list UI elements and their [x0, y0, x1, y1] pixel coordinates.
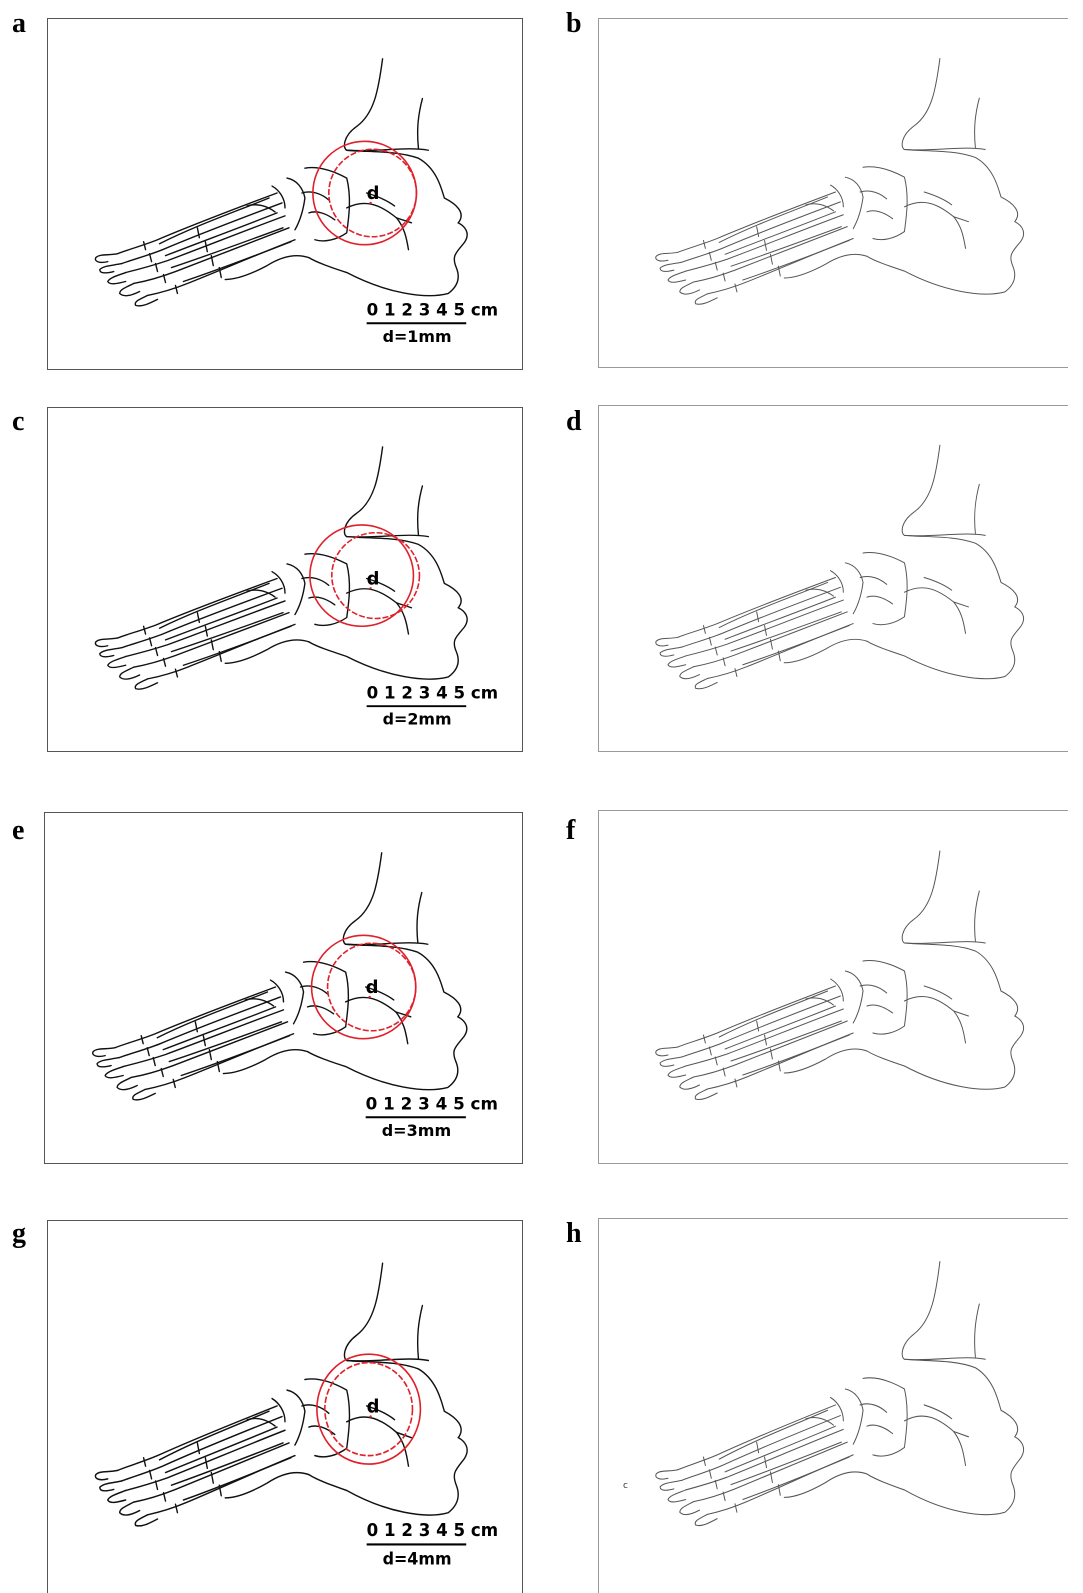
panel-label-f: f	[566, 817, 575, 845]
foot-diagram-b	[599, 19, 1068, 367]
panel-label-h: h	[566, 1220, 582, 1248]
stray-mark: c	[623, 1481, 628, 1491]
d-value-label: d=2mm	[383, 710, 452, 729]
bone-outline	[95, 1263, 467, 1526]
foot-diagram-f	[599, 811, 1068, 1163]
bone-outline	[656, 1262, 1024, 1526]
panel-label-c: c	[12, 408, 24, 436]
foot-diagram-d	[599, 406, 1068, 751]
d-value-label: d=3mm	[382, 1121, 451, 1140]
foot-diagram-c: d 0 1 2 3 4 5 cm d=2mm	[48, 408, 522, 751]
panel-c: d 0 1 2 3 4 5 cm d=2mm	[47, 407, 523, 752]
bone-outline	[656, 851, 1024, 1100]
center-label: d	[367, 570, 380, 590]
center-label: d	[367, 183, 380, 204]
panel-label-e: e	[12, 817, 24, 845]
panel-label-a: a	[12, 10, 26, 38]
panel-h: c	[598, 1218, 1068, 1593]
bone-outline	[95, 59, 467, 306]
bone-outline	[95, 447, 467, 689]
d-value-label: d=1mm	[383, 327, 452, 346]
panel-d	[598, 405, 1068, 752]
panel-e: d 0 1 2 3 4 5 cm d=3mm	[44, 812, 523, 1164]
panel-b	[598, 18, 1068, 368]
scale-label: 0 1 2 3 4 5 cm	[366, 1093, 498, 1113]
foot-diagram-h	[599, 1219, 1068, 1593]
foot-diagram-e: d 0 1 2 3 4 5 cm d=3mm	[45, 813, 522, 1163]
foot-diagram-a: d 0 1 2 3 4 5 cm d=1mm	[48, 19, 522, 369]
panel-label-g: g	[12, 1220, 26, 1248]
panel-a: d 0 1 2 3 4 5 cm d=1mm	[47, 18, 523, 370]
d-value-label: d=4mm	[383, 1549, 452, 1569]
scale-label: 0 1 2 3 4 5 cm	[367, 683, 498, 703]
scale-label: 0 1 2 3 4 5 cm	[367, 1520, 498, 1541]
center-label: d	[366, 977, 379, 998]
center-label: d	[367, 1396, 380, 1418]
bone-outline	[93, 853, 467, 1100]
outer-circle	[310, 525, 414, 626]
panel-f	[598, 810, 1068, 1164]
bone-outline	[656, 445, 1024, 689]
scale-label: 0 1 2 3 4 5 cm	[367, 299, 498, 319]
foot-diagram-g: d 0 1 2 3 4 5 cm d=4mm	[48, 1221, 522, 1593]
panel-label-b: b	[566, 10, 582, 38]
bone-outline	[656, 59, 1024, 305]
panel-g: d 0 1 2 3 4 5 cm d=4mm	[47, 1220, 523, 1593]
panel-label-d: d	[566, 408, 582, 436]
